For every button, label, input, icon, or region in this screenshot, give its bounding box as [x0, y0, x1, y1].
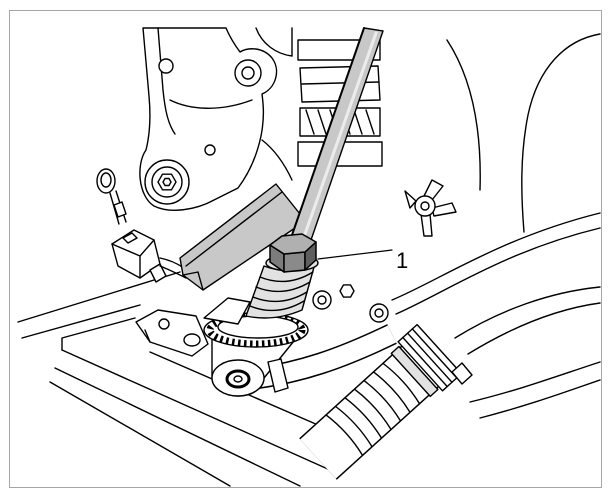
upper-bracket-stub [255, 27, 293, 57]
hose-collar-ribs [402, 328, 458, 388]
wing-left [404, 190, 417, 209]
bracket-bolt-socket [162, 177, 172, 187]
connector-latch [122, 232, 138, 244]
sensor-body [203, 254, 319, 397]
terminal-crimp [113, 201, 127, 218]
bracket-middle-hole [204, 144, 216, 156]
wing-fastener [404, 179, 457, 237]
mounting-tab-fold [144, 329, 151, 343]
mounting-bracket [139, 27, 278, 211]
brake-line-upper [391, 212, 601, 301]
extension-bar-highlight [303, 31, 378, 236]
fitting-ring-left-hole [317, 295, 327, 305]
electrical-connector-assembly [96, 168, 187, 283]
hose-collar-tab [451, 362, 473, 385]
hose-clamp [390, 345, 439, 398]
hose-ribs [325, 362, 421, 456]
callout-leader-line [317, 249, 393, 260]
body-panel-curve [521, 33, 601, 233]
chassis-lines [17, 27, 601, 487]
right-floor-line-1 [469, 361, 601, 403]
bracket-ridge [169, 99, 253, 109]
bracket-lower-edge [261, 139, 293, 181]
mounting-tab-hole [158, 318, 170, 330]
extension-bar [291, 27, 384, 241]
floor-rail-3 [49, 381, 231, 487]
hex-nut-top [269, 233, 317, 255]
plate-2-fold [301, 81, 380, 85]
housing-block-edge [185, 191, 283, 267]
corrugated-hose [299, 323, 473, 480]
body-panel-inner-curve [446, 39, 481, 191]
right-floor-line-2 [479, 379, 601, 419]
floor-rail-2 [54, 367, 301, 487]
floor-rail-1 [61, 349, 331, 471]
brake-line-lower [395, 227, 601, 315]
left-tube-lower-edge [21, 304, 141, 339]
housing-block-corner [182, 271, 204, 291]
ring-terminal-eye [100, 172, 112, 188]
sensor-port-bore [233, 375, 243, 383]
fitting-hex-bolt [339, 284, 355, 298]
bracket-upper-hole [241, 66, 255, 80]
fittings [312, 284, 389, 323]
connector-edges [111, 239, 155, 279]
fuel-pipe-clip [267, 358, 289, 393]
floor-step [61, 317, 136, 351]
bracket-small-hole [158, 58, 174, 74]
bracket-fold-line [157, 27, 176, 135]
callout-label: 1 [396, 248, 408, 273]
mounting-tab [135, 309, 209, 357]
fastener-hub-hole [420, 201, 430, 211]
callout-1: 1 [317, 248, 408, 273]
hose-body [300, 342, 443, 479]
sensor-collar-rings [249, 271, 314, 312]
sensor-retaining-clip [203, 297, 251, 325]
right-tube-lower-edge [467, 302, 601, 355]
hex-nut [269, 233, 317, 273]
connector-tab [149, 263, 167, 283]
extension-bar-edge [291, 27, 365, 236]
hex-nut-face-front [283, 251, 306, 273]
right-tube-upper-edge [454, 286, 601, 339]
left-tube-upper-edge [17, 271, 181, 323]
mounting-tab-bolt [183, 333, 201, 347]
fitting-ring-right-hole [374, 308, 384, 318]
wing-right [431, 202, 457, 217]
